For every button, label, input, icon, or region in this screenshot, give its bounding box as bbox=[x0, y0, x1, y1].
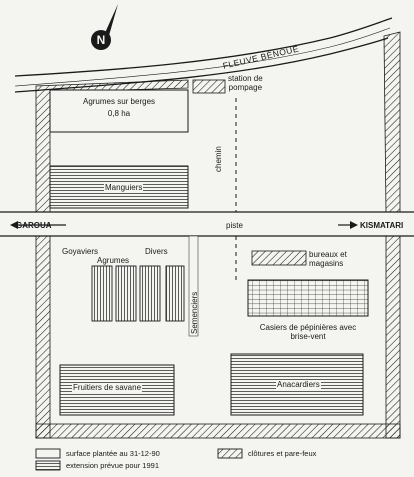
plot-agrumes-berges bbox=[49, 89, 189, 133]
plot-agrumes-label: Agrumes bbox=[97, 256, 130, 265]
plot-manguiers-label: Manguiers bbox=[104, 183, 144, 192]
river-bank-north bbox=[14, 17, 393, 77]
bureaux-magasins-label: bureaux et magasins bbox=[309, 250, 347, 268]
north-arrow-icon: N bbox=[91, 4, 118, 50]
plot-casiers-pepinieres bbox=[247, 279, 369, 317]
fence-west-lower bbox=[35, 235, 51, 439]
plot-anacardiers-label: Anacardiers bbox=[276, 380, 321, 389]
road-label-east: KISMATARI bbox=[360, 221, 404, 230]
semenciers-label: Semenciers bbox=[190, 291, 199, 334]
building-bureaux-magasins bbox=[251, 250, 307, 266]
plot-semenciers bbox=[188, 235, 199, 337]
pumping-station-building bbox=[192, 79, 226, 94]
plot-agrumes-2 bbox=[139, 265, 161, 322]
plot-agrumes-berges-label: Agrumes sur berges 0,8 ha bbox=[82, 97, 156, 118]
plot-goyaviers-1 bbox=[91, 265, 113, 322]
svg-text:N: N bbox=[97, 33, 106, 47]
chemin-label: chemin bbox=[214, 146, 223, 172]
plot-casiers-label: Casiers de pépinières avec brise-vent bbox=[259, 323, 357, 341]
road-label-piste: piste bbox=[226, 221, 243, 230]
pumping-station-label: station de pompage bbox=[228, 74, 263, 92]
legend-fences-label: clôtures et pare-feux bbox=[248, 449, 317, 458]
plot-divers-label: Divers bbox=[145, 247, 168, 256]
plot-agrumes-1 bbox=[115, 265, 137, 322]
plot-fruitiers-label: Fruitiers de savane bbox=[72, 383, 143, 392]
plot-goyaviers-label: Goyaviers bbox=[62, 247, 99, 256]
legend-swatch-extension bbox=[35, 460, 61, 471]
legend-swatch-fences bbox=[217, 448, 243, 459]
legend-planted-label: surface plantée au 31-12-90 bbox=[66, 449, 160, 458]
legend-swatch-planted bbox=[35, 448, 61, 459]
legend-extension-label: extension prévue pour 1991 bbox=[66, 461, 159, 470]
fence-east-lower bbox=[385, 235, 401, 439]
road-label-west: GAROUA bbox=[16, 221, 52, 230]
plot-divers bbox=[165, 265, 185, 322]
fence-east-upper bbox=[383, 31, 401, 213]
fence-south bbox=[35, 423, 401, 439]
